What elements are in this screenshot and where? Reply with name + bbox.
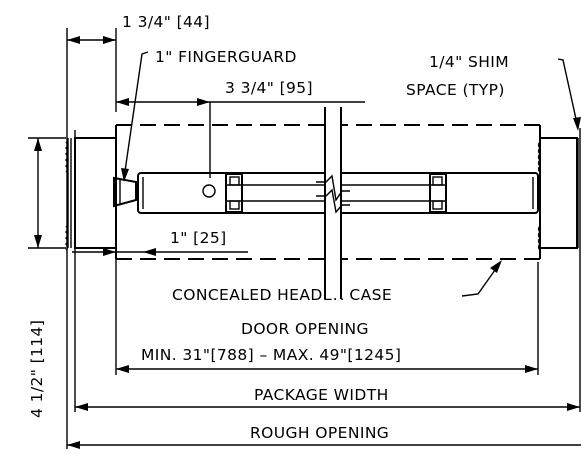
fingerguard-label: 1" FINGERGUARD [155, 48, 297, 66]
shim-label-line1: 1/4" SHIM [429, 53, 509, 71]
leader-fingerguard [121, 51, 149, 182]
right-jamb [537, 137, 579, 251]
header-case-label: CONCEALED HEADER CASE [172, 286, 392, 304]
dim-line-package-width [75, 403, 580, 411]
dim-line-low [72, 248, 248, 256]
dim-line-rough-opening [67, 441, 581, 449]
door-opening-label: DOOR OPENING [241, 320, 369, 338]
dim-label-mid: 3 3/4" [95] [225, 79, 313, 97]
left-jamb [65, 137, 117, 251]
door-range-label: MIN. 31"[788] – MAX. 49"[1245] [141, 346, 401, 364]
dim-label-vertical: 4 1/2" [114] [28, 320, 46, 418]
package-width-label: PACKAGE WIDTH [254, 386, 389, 404]
pivot-icon [202, 184, 216, 198]
dim-line-top [67, 36, 116, 44]
dim-label-low: 1" [25] [170, 229, 227, 247]
dim-line-vertical [34, 138, 42, 248]
dim-line-door-opening [116, 365, 538, 373]
break-gap [316, 107, 350, 299]
leader-header-case [461, 260, 502, 297]
leader-shim [557, 58, 581, 131]
fingerguard [113, 176, 137, 208]
rough-opening-label: ROUGH OPENING [250, 424, 389, 442]
glazing-clip-right [429, 173, 447, 213]
glazing-clip-left [225, 173, 243, 213]
dim-line-mid [116, 98, 365, 178]
dim-label-top: 1 3/4" [44] [122, 13, 210, 31]
shim-label-line2: SPACE (TYP) [406, 81, 505, 99]
